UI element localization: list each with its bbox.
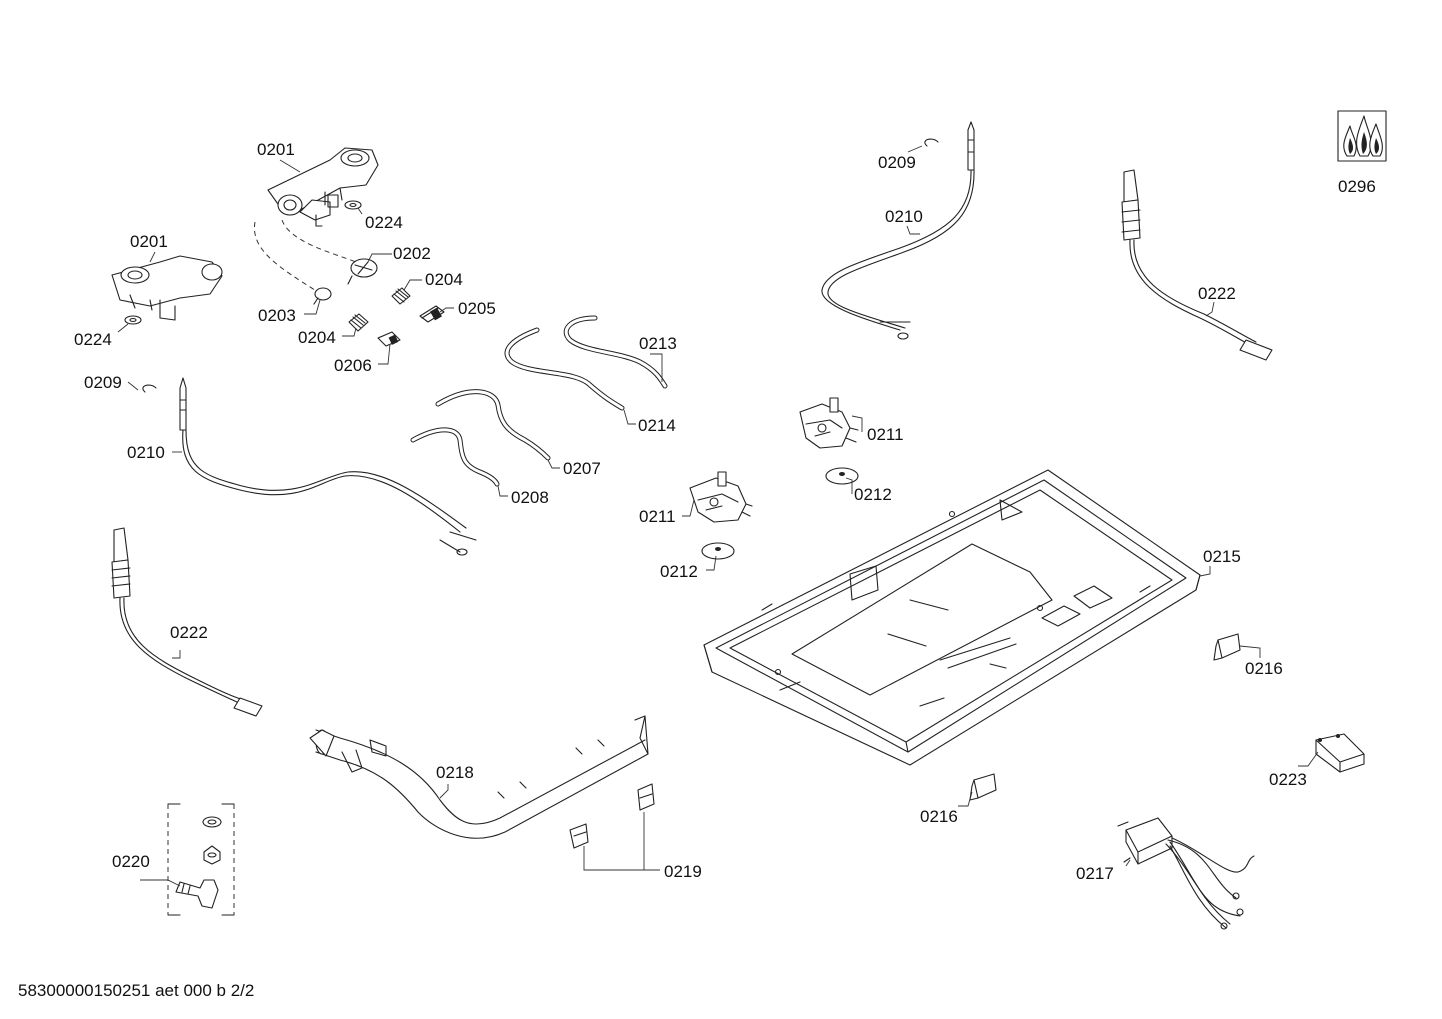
label-0216-b: 0216 xyxy=(920,807,958,826)
assembly-line-2 xyxy=(281,219,357,263)
label-0222-a: 0222 xyxy=(170,623,208,642)
connector-block xyxy=(1315,733,1365,773)
label-0209-a: 0209 xyxy=(84,373,122,392)
clip-0209-left xyxy=(142,384,157,393)
washer-lower xyxy=(124,315,142,325)
gas-tube-0207 xyxy=(435,389,551,461)
valve-disc-lower xyxy=(701,542,735,560)
label-0211-b: 0211 xyxy=(639,507,676,526)
label-0215: 0215 xyxy=(1203,547,1241,566)
pipe-clip-left xyxy=(569,823,589,849)
gas-tube-0213 xyxy=(563,315,668,389)
label-0206: 0206 xyxy=(334,356,372,375)
clip-part xyxy=(347,258,378,285)
label-0211-a: 0211 xyxy=(867,425,904,444)
assembly-line-1 xyxy=(253,221,319,293)
label-0205: 0205 xyxy=(458,299,496,318)
burner-body-lower xyxy=(111,255,223,321)
gas-manifold-pipe xyxy=(309,715,649,839)
ignition-module xyxy=(1117,817,1255,930)
injector-upper xyxy=(419,305,445,323)
bracket-right xyxy=(1213,633,1241,661)
gas-tube-0214 xyxy=(504,327,625,411)
label-0208: 0208 xyxy=(511,488,549,507)
label-0213: 0213 xyxy=(639,334,677,353)
label-0201-a: 0201 xyxy=(257,140,295,159)
nozzle-upper xyxy=(391,287,411,305)
label-0222-b: 0222 xyxy=(1198,284,1236,303)
label-0224-a: 0224 xyxy=(365,213,403,232)
label-0204-b: 0204 xyxy=(298,328,336,347)
pipe-clip-right xyxy=(637,783,655,811)
label-0219: 0219 xyxy=(664,862,702,881)
label-0223: 0223 xyxy=(1269,770,1307,789)
flame-symbol-icon xyxy=(1337,110,1387,162)
label-0212-a: 0212 xyxy=(854,485,892,504)
label-0207: 0207 xyxy=(563,459,601,478)
gas-valve-lower xyxy=(689,471,753,523)
label-0296: 0296 xyxy=(1338,177,1376,196)
hob-tray xyxy=(703,469,1201,766)
label-0214: 0214 xyxy=(638,416,676,435)
label-0217: 0217 xyxy=(1076,864,1114,883)
part-labels: 0201 0201 0224 0224 0202 0203 0204 0204 … xyxy=(74,140,1376,883)
label-0204-a: 0204 xyxy=(425,270,463,289)
fittings-kit xyxy=(167,803,235,916)
label-0201-b: 0201 xyxy=(130,232,168,251)
igniter-electrode-right xyxy=(1121,169,1273,361)
injector-lower xyxy=(377,331,401,347)
burner-body-upper xyxy=(267,147,379,227)
label-0212-b: 0212 xyxy=(660,562,698,581)
label-0209-b: 0209 xyxy=(878,153,916,172)
label-0210-b: 0210 xyxy=(885,207,923,226)
gas-valve-upper xyxy=(799,397,859,449)
igniter-electrode-left xyxy=(111,527,263,717)
clip-small-part xyxy=(313,287,332,305)
label-0224-b: 0224 xyxy=(74,330,112,349)
washer-upper xyxy=(344,200,362,210)
valve-disc-upper xyxy=(825,467,859,485)
bracket-bottom xyxy=(969,773,997,801)
label-0220: 0220 xyxy=(112,852,150,871)
label-0218: 0218 xyxy=(436,763,474,782)
label-0216-a: 0216 xyxy=(1245,659,1283,678)
thermocouple-left xyxy=(179,377,477,556)
label-0203: 0203 xyxy=(258,306,296,325)
nozzle-lower xyxy=(348,313,369,332)
thermocouple-right xyxy=(821,121,975,340)
leader-lines xyxy=(117,145,1319,887)
clip-0209-right xyxy=(924,138,939,147)
label-0210-a: 0210 xyxy=(127,443,165,462)
document-code-footer: 58300000150251 aet 000 b 2/2 xyxy=(18,981,255,1000)
gas-tube-0208 xyxy=(410,427,500,487)
label-0202: 0202 xyxy=(393,244,431,263)
